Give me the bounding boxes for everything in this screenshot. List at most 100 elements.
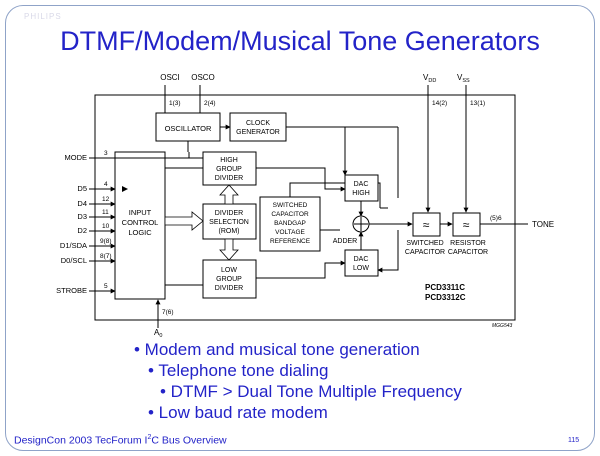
svg-text:5: 5	[104, 283, 108, 290]
svg-text:SWITCHED: SWITCHED	[406, 240, 443, 247]
high-group-divider-block: HIGH GROUP DIVIDER	[202, 151, 257, 186]
svg-text:LOGIC: LOGIC	[128, 228, 152, 237]
svg-text:D0/SCL: D0/SCL	[61, 256, 87, 265]
svg-text:GROUP: GROUP	[216, 276, 242, 283]
svg-text:HIGH: HIGH	[220, 157, 238, 164]
svg-text:A0: A0	[154, 328, 162, 339]
svg-text:OSCILLATOR: OSCILLATOR	[165, 124, 212, 133]
switched-capacitor-filter: ≈ SWITCHED CAPACITOR	[405, 212, 445, 256]
svg-text:GENERATOR: GENERATOR	[236, 129, 280, 136]
svg-text:9(8): 9(8)	[100, 238, 112, 245]
pin-mode: MODE 3	[65, 150, 203, 162]
svg-text:D5: D5	[77, 184, 87, 193]
svg-text:(5)6: (5)6	[490, 215, 502, 222]
svg-text:3: 3	[104, 150, 108, 157]
svg-text:7(6): 7(6)	[162, 309, 174, 316]
pin-strobe: STROBE 5	[56, 283, 116, 295]
clock-generator-block: CLOCK GENERATOR	[229, 112, 287, 142]
svg-text:≈: ≈	[463, 218, 470, 232]
svg-text:13(1): 13(1)	[470, 100, 485, 107]
page-number: 115	[568, 437, 580, 444]
input-control-logic-block: INPUT CONTROL LOGIC	[114, 151, 166, 300]
svg-text:REFERENCE: REFERENCE	[270, 238, 311, 245]
svg-text:D2: D2	[77, 226, 87, 235]
svg-text:TONE: TONE	[532, 220, 554, 229]
svg-text:CAPACITOR: CAPACITOR	[271, 211, 309, 218]
svg-text:DAC: DAC	[354, 181, 369, 188]
svg-text:VOLTAGE: VOLTAGE	[275, 229, 305, 236]
svg-text:CLOCK: CLOCK	[246, 120, 270, 127]
svg-text:LOW: LOW	[353, 265, 369, 272]
pin-osci: OSCI 1(3)	[160, 73, 181, 113]
svg-text:SWITCHED: SWITCHED	[273, 202, 308, 209]
pin-d4: D4 12	[77, 196, 116, 208]
svg-text:11: 11	[102, 209, 109, 216]
bullet-item: • Telephone tone dialing	[148, 361, 329, 380]
svg-text:LOW: LOW	[221, 267, 237, 274]
svg-text:D3: D3	[77, 212, 87, 221]
bullet-item: • DTMF > Dual Tone Multiple Frequency	[160, 382, 462, 401]
bandgap-reference-block: SWITCHED CAPACITOR BANDGAP VOLTAGE REFER…	[259, 196, 321, 252]
slide-frame	[5, 5, 595, 451]
svg-text:CAPACITOR: CAPACITOR	[448, 249, 488, 256]
pin-vdd: VDD 14(2)	[423, 73, 447, 190]
svg-text:D4: D4	[77, 199, 87, 208]
philips-logo: PHILIPS	[24, 12, 62, 21]
figure-code: MGG543	[492, 323, 513, 329]
svg-text:ADDER: ADDER	[333, 238, 358, 245]
slide-title: DTMF/Modem/Musical Tone Generators	[60, 26, 540, 56]
low-group-divider-block: LOW GROUP DIVIDER	[202, 259, 257, 299]
bus-arrows	[164, 184, 239, 261]
bullet-item: • Low baud rate modem	[148, 403, 328, 422]
svg-text:MODE: MODE	[65, 153, 88, 162]
svg-text:DIVIDER: DIVIDER	[215, 175, 243, 182]
svg-text:SELECTION: SELECTION	[209, 219, 249, 226]
svg-text:8(7): 8(7)	[100, 253, 112, 260]
svg-text:GROUP: GROUP	[216, 166, 242, 173]
svg-text:≈: ≈	[423, 218, 430, 232]
pin-osco: OSCO 2(4)	[191, 73, 216, 113]
pin-d5: D5 4	[77, 181, 116, 193]
pin-tone: (5)6 TONE	[480, 215, 554, 229]
pin-vss: VSS 13(1)	[457, 73, 485, 208]
svg-text:RESISTOR: RESISTOR	[450, 240, 486, 247]
part-number-2: PCD3312C	[425, 293, 466, 302]
dac-low-block: DAC LOW	[344, 249, 379, 277]
svg-text:OSCO: OSCO	[191, 73, 215, 82]
pin-d3: D3 11	[77, 209, 116, 221]
svg-text:VSS: VSS	[457, 73, 470, 84]
svg-text:CONTROL: CONTROL	[122, 218, 159, 227]
svg-text:CAPACITOR: CAPACITOR	[405, 249, 445, 256]
svg-text:1(3): 1(3)	[169, 100, 181, 107]
svg-text:OSCI: OSCI	[160, 73, 180, 82]
svg-text:(ROM): (ROM)	[219, 228, 240, 235]
part-number-1: PCD3311C	[425, 283, 465, 292]
ic-outline	[94, 94, 516, 321]
pin-a0: 7(6) A0	[154, 299, 174, 339]
svg-text:BANDGAP: BANDGAP	[274, 220, 306, 227]
svg-text:10: 10	[102, 223, 110, 230]
svg-text:D1/SDA: D1/SDA	[60, 241, 87, 250]
resistor-capacitor-filter: ≈ RESISTOR CAPACITOR	[448, 212, 488, 256]
pin-d2: D2 10	[77, 223, 116, 235]
svg-text:DIVIDER: DIVIDER	[215, 285, 243, 292]
pin-d0-scl: D0/SCL 8(7)	[61, 253, 116, 265]
svg-text:HIGH: HIGH	[352, 190, 370, 197]
footer: DesignCon 2003 TecForum I2C Bus Overview	[14, 434, 227, 447]
dac-high-block: DAC HIGH	[344, 174, 379, 202]
svg-text:STROBE: STROBE	[56, 286, 87, 295]
svg-text:VDD: VDD	[423, 73, 436, 84]
divider-selection-rom-block: DIVIDER SELECTION (ROM)	[202, 203, 257, 240]
svg-text:DIVIDER: DIVIDER	[215, 210, 243, 217]
svg-text:INPUT: INPUT	[129, 208, 152, 217]
svg-text:12: 12	[102, 196, 110, 203]
svg-text:DAC: DAC	[354, 256, 369, 263]
svg-text:14(2): 14(2)	[432, 100, 447, 107]
svg-text:4: 4	[104, 181, 108, 188]
pin-d1-sda: D1/SDA 9(8)	[60, 238, 116, 250]
bullet-item: • Modem and musical tone generation	[134, 340, 420, 359]
oscillator-block: OSCILLATOR	[155, 112, 221, 142]
svg-text:2(4): 2(4)	[204, 100, 216, 107]
